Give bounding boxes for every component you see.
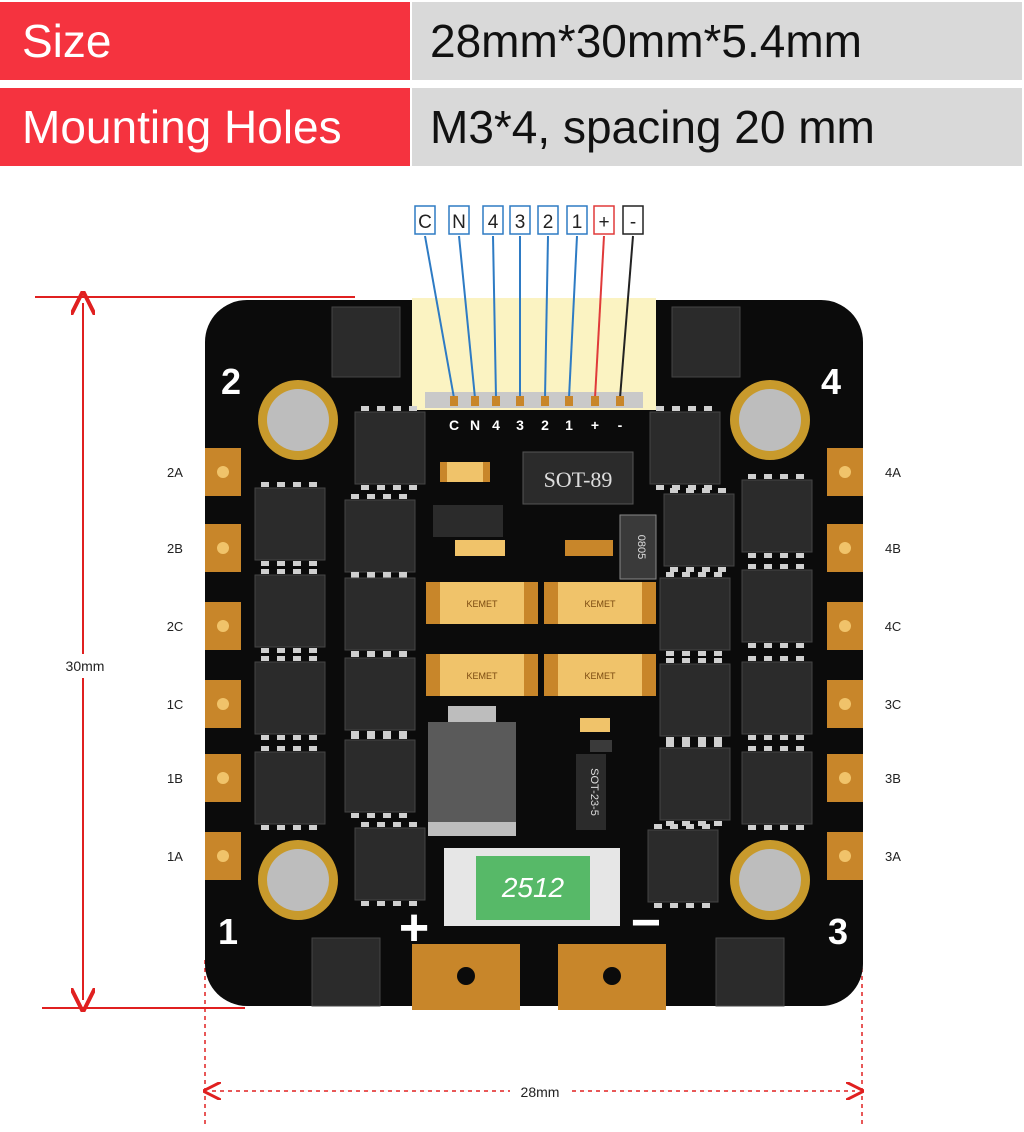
wire-label-box <box>622 205 644 235</box>
mosfet <box>659 572 731 656</box>
mosfet <box>254 656 326 740</box>
connector-pin-label: N <box>470 417 480 433</box>
corner-label-1: 1 <box>218 911 238 952</box>
power-pads: + − <box>399 894 666 1010</box>
height-label: 30mm <box>66 658 105 674</box>
capacitor-brand: KEMET <box>466 671 498 681</box>
connector-pin-label: C <box>449 417 459 433</box>
motor-pad-label: 3C <box>885 697 902 712</box>
motor-pad-label: 3B <box>885 771 901 786</box>
mosfet <box>671 306 741 378</box>
power-negative-label: − <box>631 894 661 952</box>
motor-pad-label: 4B <box>885 541 901 556</box>
dimension-height: 30mm <box>35 297 355 1008</box>
wire-label-box <box>593 205 615 235</box>
shunt-label: 2512 <box>501 872 565 903</box>
mosfet <box>344 494 416 578</box>
wire-0: C <box>414 205 458 406</box>
motor-pad-label: 1C <box>167 697 184 712</box>
spec-label-mounting-holes: Mounting Holes <box>0 88 410 166</box>
motor-pads: 2A 2B 2C 1C 1B 1A 4A 4B 4C 3C 3B 3A <box>167 448 902 880</box>
capacitor-brand: KEMET <box>584 671 616 681</box>
wire-6: + <box>591 205 615 406</box>
mosfet <box>659 742 731 826</box>
mosfet <box>649 406 721 490</box>
dimension-width: 28mm <box>205 960 862 1125</box>
mosfet <box>659 658 731 742</box>
mosfet <box>741 656 813 740</box>
wire-label: C <box>418 212 432 233</box>
width-label: 28mm <box>521 1084 560 1100</box>
wire-label-box <box>414 205 436 235</box>
mosfet <box>741 474 813 558</box>
regulator-label: SOT-89 <box>544 467 613 492</box>
mosfet <box>647 824 719 908</box>
wire-label: 1 <box>572 212 583 233</box>
small-ic-label: SOT-23-5 <box>588 768 600 816</box>
motor-pad-label: 1B <box>167 771 183 786</box>
center-components: SOT-89 0805 KEMET KEMET KEMET KEMET SOT-… <box>426 451 657 926</box>
wire-label-box <box>482 205 504 235</box>
wire-label: + <box>598 212 609 233</box>
mounting-holes <box>258 380 810 920</box>
connector-pin-label: - <box>618 417 623 433</box>
mosfet <box>344 572 416 656</box>
wire-4: 2 <box>537 205 559 406</box>
corner-label-2: 2 <box>221 361 241 402</box>
wire-3: 3 <box>509 205 531 406</box>
capacitor-brand: KEMET <box>584 599 616 609</box>
connector-pin-label: + <box>591 417 599 433</box>
mosfet <box>254 482 326 566</box>
connector-pin-label: 3 <box>516 417 524 433</box>
mosfet <box>254 569 326 653</box>
connector-pin-label: 1 <box>565 417 573 433</box>
power-positive-label: + <box>399 899 429 957</box>
connector-pin-label: 4 <box>492 417 500 433</box>
spec-value-size: 28mm*30mm*5.4mm <box>412 2 1022 80</box>
wire-1: N <box>448 205 479 406</box>
mosfet <box>741 746 813 830</box>
capacitor-brand: KEMET <box>466 599 498 609</box>
spec-row-size: Size 28mm*30mm*5.4mm <box>0 2 1024 80</box>
resistor-label: 0805 <box>635 535 647 559</box>
wire-label: 2 <box>543 212 554 233</box>
wire-7: - <box>616 205 644 406</box>
mosfet <box>354 406 426 490</box>
mosfet <box>254 746 326 830</box>
motor-pad-label: 3A <box>885 849 901 864</box>
wire-5: 1 <box>565 205 588 406</box>
wire-label: 3 <box>515 212 526 233</box>
motor-pad-label: 1A <box>167 849 183 864</box>
motor-pad-label: 2A <box>167 465 183 480</box>
mosfet <box>663 488 735 572</box>
mosfet <box>344 652 416 736</box>
wire-label: N <box>452 212 466 233</box>
corner-label-3: 3 <box>828 911 848 952</box>
connector-pin-label: 2 <box>541 417 549 433</box>
spec-row-mounting-holes: Mounting Holes M3*4, spacing 20 mm <box>0 88 1024 166</box>
wire-label: 4 <box>488 212 499 233</box>
wire-2: 4 <box>482 205 504 406</box>
mosfet <box>354 822 426 906</box>
motor-pad-label: 2C <box>167 619 184 634</box>
spec-value-mounting-holes: M3*4, spacing 20 mm <box>412 88 1022 166</box>
motor-pad-label: 4C <box>885 619 902 634</box>
mosfet-array <box>254 406 813 908</box>
spec-label-size: Size <box>0 2 410 80</box>
mosfet <box>311 937 381 1007</box>
wire-label-box <box>537 205 559 235</box>
mosfet <box>344 734 416 818</box>
wire-label-box <box>566 205 588 235</box>
wire-label-box <box>509 205 531 235</box>
mosfet <box>331 306 401 378</box>
motor-pad-label: 4A <box>885 465 901 480</box>
wire-label-box <box>448 205 470 235</box>
corner-label-4: 4 <box>821 361 841 402</box>
mosfet <box>715 937 785 1007</box>
mosfet <box>741 564 813 648</box>
motor-pad-label: 2B <box>167 541 183 556</box>
wire-label: - <box>630 212 636 233</box>
